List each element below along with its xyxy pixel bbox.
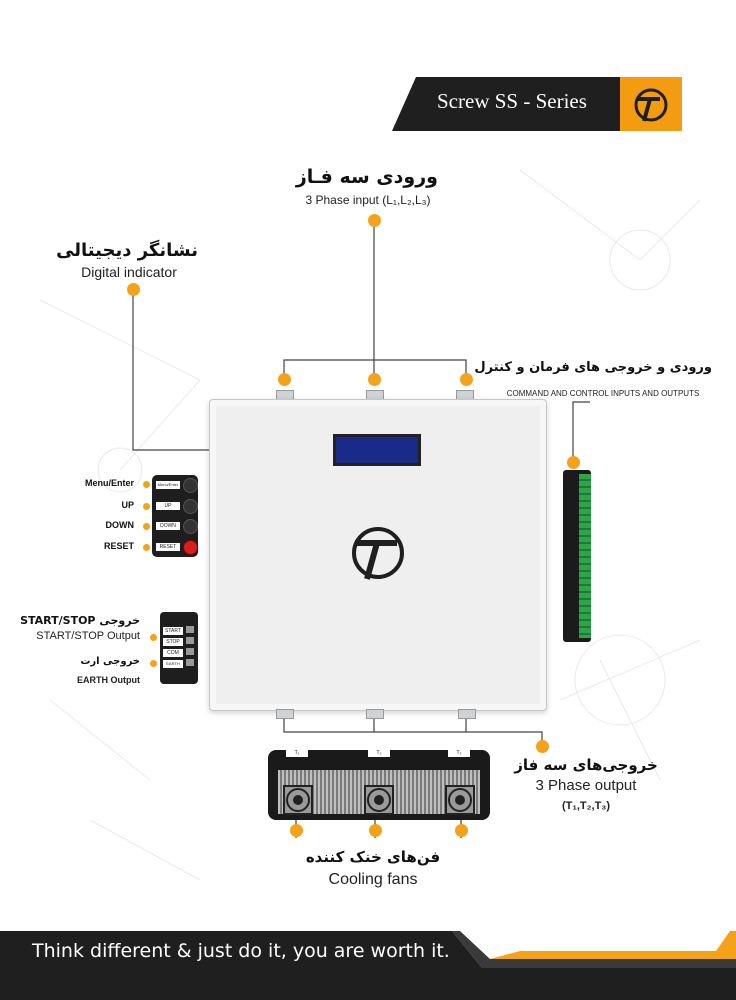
down-key-tag: DOWN — [156, 522, 180, 530]
up-key-tag: UP — [156, 502, 180, 510]
up-label: UP — [121, 500, 134, 510]
down-dot — [143, 523, 150, 530]
down-button[interactable] — [183, 519, 198, 534]
reset-key-tag: RESET — [156, 543, 180, 551]
command-pins — [579, 474, 591, 638]
heatsink-tag-t1: T₁ — [286, 750, 308, 757]
fans-label-fa: فن‌های خنک کننده — [305, 848, 441, 866]
input-dot-l2 — [368, 373, 381, 386]
startstop-label-en: START/STOP Output — [36, 630, 140, 642]
output-dot — [536, 740, 549, 753]
starter-enclosure — [209, 399, 547, 711]
menu-label: Menu/Enter — [84, 478, 134, 488]
startstop-label-fa: خروجی START/STOP — [20, 614, 140, 627]
brand-logo-badge — [620, 77, 682, 131]
terminal-com: COM — [163, 649, 183, 657]
heatsink-tag-t2: T₂ — [368, 750, 390, 757]
footer-bar — [0, 931, 736, 1000]
fans-label-en: Cooling fans — [328, 871, 418, 888]
digital-label-en: Digital indicator — [81, 264, 177, 280]
earth-dot — [150, 660, 157, 667]
terminal-start: START — [163, 627, 183, 635]
input-label-fa: ورودی سه فـاز — [295, 166, 438, 188]
input-dot-l1 — [278, 373, 291, 386]
fan-dot-1 — [290, 824, 303, 837]
output-terminal-t1 — [276, 709, 294, 719]
menu-enter-button[interactable] — [183, 478, 198, 493]
brand-logo-icon — [634, 88, 668, 122]
input-label-en: 3 Phase input (L₁,L₂,L₃) — [305, 193, 431, 207]
fan-dot-3 — [455, 824, 468, 837]
earth-label-en: EARTH Output — [77, 675, 140, 685]
output-label-fa: خروجی‌های سه فاز — [514, 756, 658, 774]
cooling-fans — [283, 785, 475, 815]
fan-dot-2 — [369, 824, 382, 837]
command-label-fa: ورودی و خروجی های فرمان و کنترل — [474, 360, 712, 375]
menu-key-tag: Menu/Enter — [156, 481, 180, 489]
down-label: DOWN — [105, 520, 135, 530]
terminal-screws — [186, 626, 194, 670]
up-dot — [143, 503, 150, 510]
startstop-dot — [150, 634, 157, 641]
terminal-stop: STOP — [163, 638, 183, 646]
earth-label-fa: خروجی ارت — [80, 656, 140, 667]
enclosure-logo-icon — [352, 527, 404, 580]
reset-dot — [143, 544, 150, 551]
series-header: Screw SS - Series — [392, 77, 682, 131]
up-button[interactable] — [183, 499, 198, 514]
menu-dot — [143, 481, 150, 488]
digital-label-fa: نشانگر دیجیتالی — [56, 240, 198, 261]
command-label-en: COMMAND AND CONTROL INPUTS AND OUTPUTS — [506, 389, 700, 398]
keypad-panel: Menu/Enter UP DOWN RESET — [152, 475, 198, 557]
input-dot-top — [368, 214, 381, 227]
terminal-earth: EARTH — [163, 660, 183, 668]
heatsink-tag-t3: T₃ — [448, 750, 470, 757]
input-dot-l3 — [460, 373, 473, 386]
output-terminal-t3 — [458, 709, 476, 719]
reset-button[interactable] — [183, 540, 198, 555]
heatsink-unit: T₁ T₂ T₃ — [268, 750, 490, 820]
header-background — [392, 77, 622, 131]
command-dot — [567, 456, 580, 469]
footer-slogan: Think different & just do it, you are wo… — [32, 940, 450, 962]
reset-label: RESET — [103, 541, 134, 551]
output-label-en: 3 Phase output — [535, 777, 637, 794]
output-label-en2: (T₁,T₂,T₃) — [561, 800, 611, 812]
digital-display — [333, 434, 421, 466]
digital-dot-top — [127, 283, 140, 296]
series-title: Screw SS - Series — [437, 89, 587, 113]
command-connector-strip — [563, 470, 591, 642]
control-terminal-block: START STOP COM EARTH — [160, 612, 198, 684]
output-terminal-t2 — [366, 709, 384, 719]
